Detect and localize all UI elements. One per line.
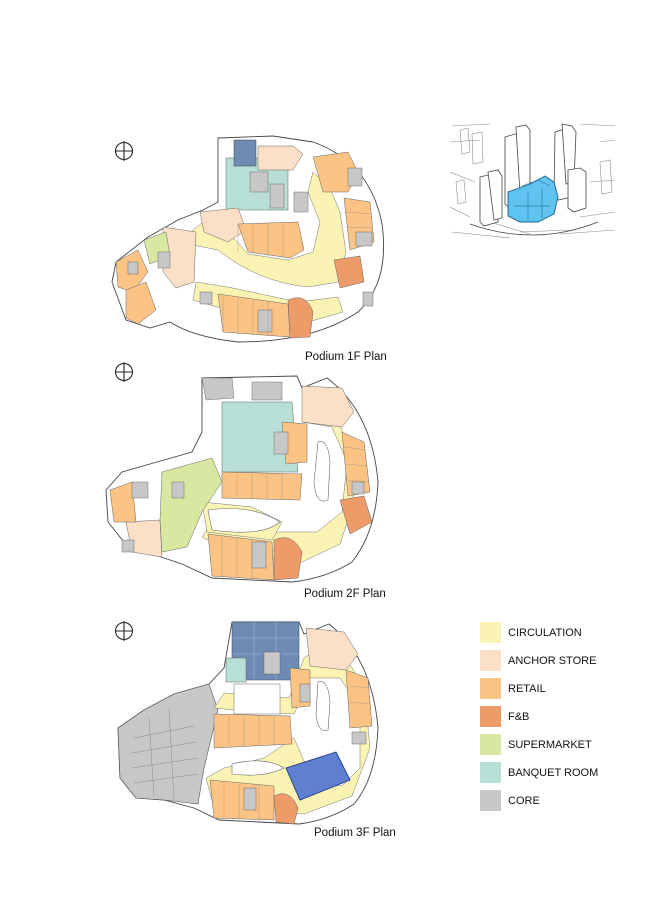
legend-swatch [480,678,501,699]
legend-item-anchor-store: ANCHOR STORE [480,650,596,671]
legend-item-circulation: CIRCULATION [480,622,582,643]
podium-3f-plan [117,621,379,825]
legend-label: CORE [508,794,540,807]
legend-item-banquet-room: BANQUET ROOM [480,762,598,783]
north-arrow-icon [114,362,134,382]
legend-label: CIRCULATION [508,626,582,639]
legend-item-fnb: F&B [480,706,529,727]
legend-swatch [480,650,501,671]
north-arrow-icon [114,621,134,641]
legend-label: ANCHOR STORE [508,654,597,667]
plan-caption-1f: Podium 1F Plan [305,351,387,363]
legend-item-supermarket: SUPERMARKET [480,734,592,755]
podium-1f-plan [111,135,385,343]
plan-caption-3f: Podium 3F Plan [314,827,396,839]
legend-item-retail: RETAIL [480,678,546,699]
legend-swatch [480,706,501,727]
legend-label: RETAIL [508,682,546,695]
legend-item-core: CORE [480,790,540,811]
legend-swatch [480,622,501,643]
key-map-massing [450,122,615,240]
legend-label: F&B [508,710,530,723]
north-arrow-icon [114,141,134,161]
legend-swatch [480,790,501,811]
legend-label: SUPERMARKET [508,738,592,751]
podium-2f-plan [105,375,379,583]
legend-swatch [480,734,501,755]
legend-label: BANQUET ROOM [508,766,599,779]
legend-swatch [480,762,501,783]
plan-caption-2f: Podium 2F Plan [304,588,386,600]
